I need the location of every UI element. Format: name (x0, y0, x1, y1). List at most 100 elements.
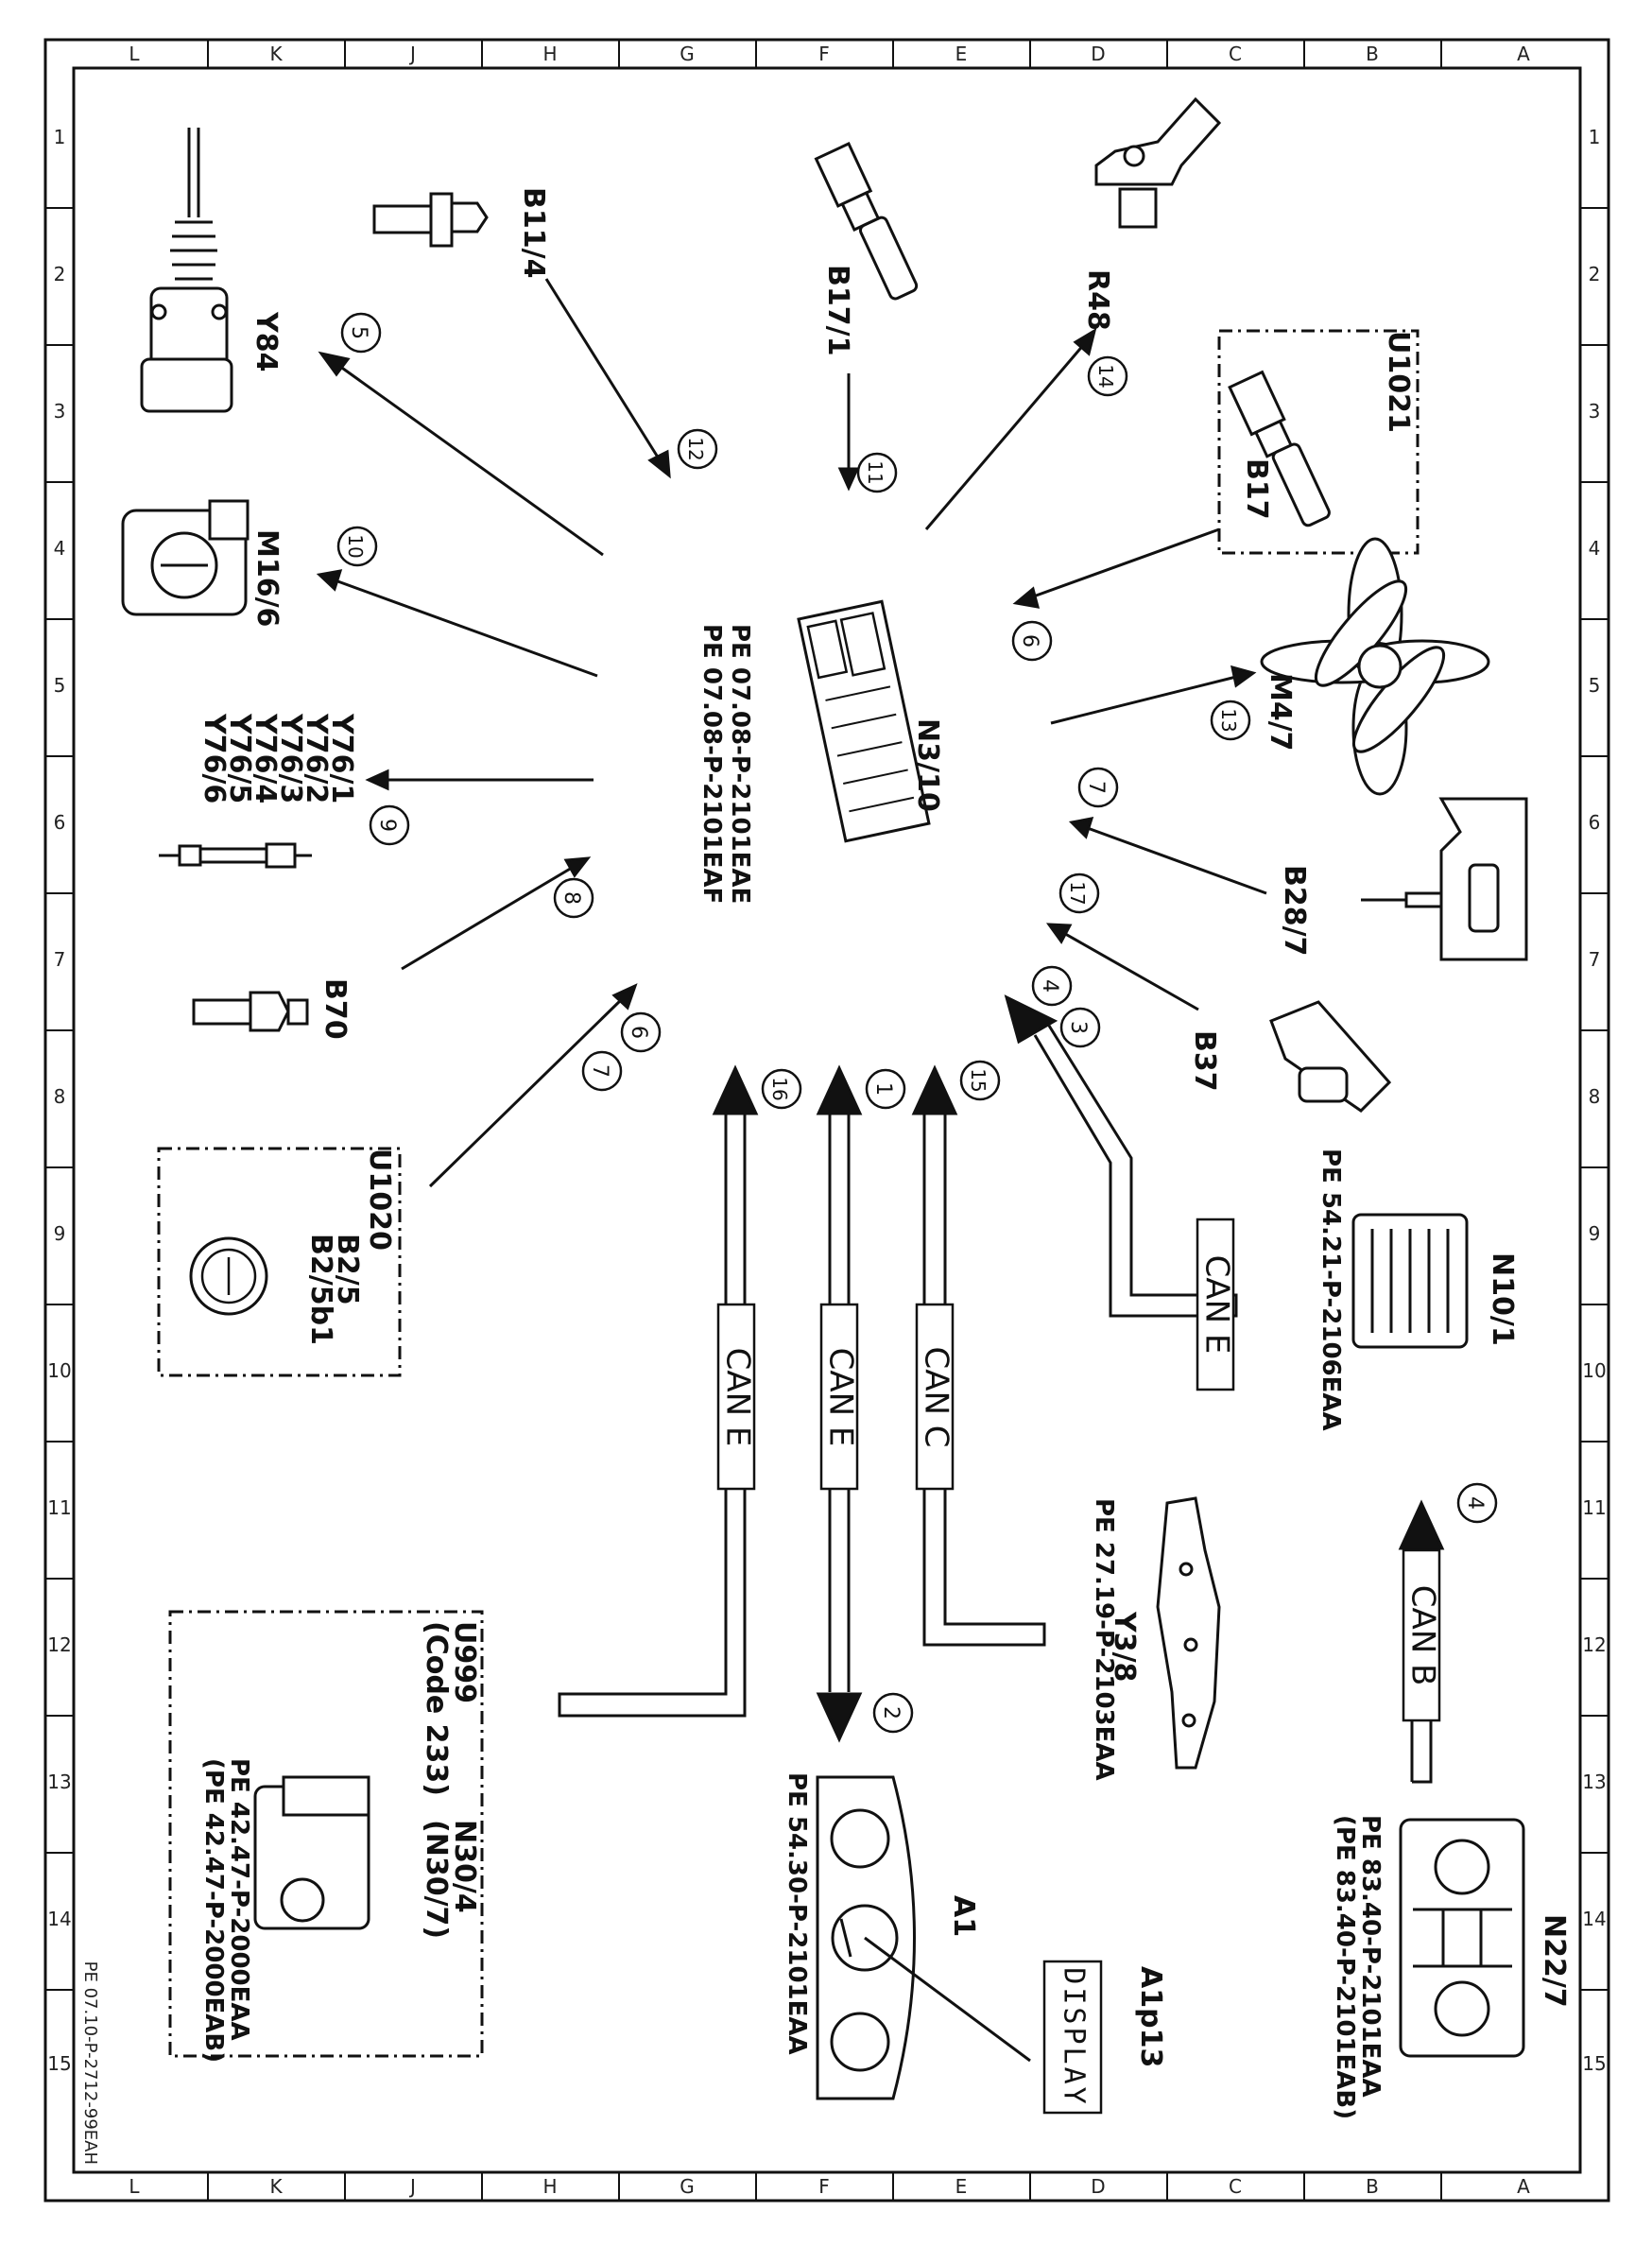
svg-text:5: 5 (347, 326, 370, 339)
can-e-16-arrowhead (712, 1064, 759, 1115)
arrow-8 (401, 863, 577, 971)
n22-7-ref-1: PE 83.40-P-2101EAA (1356, 1815, 1385, 2098)
svg-text:13: 13 (1217, 708, 1240, 732)
b17-1-label: B17/1 (821, 265, 854, 355)
svg-text:Y76/2: Y76/2 (300, 713, 333, 803)
can-labels: CAN E CAN E CAN C CAN E CAN B (716, 1218, 1442, 1722)
can-e-3-arrowhead (1004, 994, 1058, 1045)
svg-text:12: 12 (684, 437, 707, 460)
col-label: D (1091, 2175, 1105, 2198)
signal-7-right: 7 (1077, 767, 1119, 808)
arrow-17 (1059, 929, 1199, 1011)
signal-4-a: 4 (1031, 965, 1073, 1007)
svg-text:1: 1 (871, 1082, 895, 1096)
can-c-bus-15 (922, 1111, 1046, 1647)
row-label: 15 (47, 2052, 71, 2075)
can-c-label: CAN C (915, 1303, 955, 1491)
n3-10-ref-2: PE 07.08-P-2101EAF (697, 624, 726, 904)
svg-text:Y76/3: Y76/3 (274, 713, 307, 803)
row-label: 14 (47, 1908, 71, 1930)
signal-5: 5 (340, 312, 382, 354)
svg-text:6: 6 (627, 1026, 650, 1039)
col-label: E (955, 43, 968, 65)
n10-1-module-icon (1351, 1213, 1469, 1349)
n30-7-label: (N30/7) (420, 1820, 453, 1939)
arrow-6-right (1027, 527, 1220, 600)
svg-text:CAN B: CAN B (1404, 1585, 1442, 1686)
col-label: G (680, 2175, 695, 2198)
a1p13-label: A1p13 (1134, 1966, 1167, 2067)
n10-1-label: N10/1 (1486, 1253, 1519, 1346)
y3-8-label: Y3/8 (1108, 1611, 1141, 1682)
inner-border (72, 66, 1582, 2174)
svg-text:6: 6 (1018, 634, 1041, 648)
svg-text:11: 11 (864, 460, 886, 484)
signal-circles: 5 12 11 14 6 10 13 9 7 8 17 6 7 4 3 16 1… (336, 312, 1498, 1734)
row-label: 10 (47, 1359, 71, 1382)
row-label: 13 (1582, 1771, 1606, 1793)
b2-5b1-label: B2/5b1 (304, 1234, 337, 1345)
signal-7-left: 7 (581, 1050, 623, 1092)
svg-text:CAN E: CAN E (822, 1348, 860, 1447)
can-e-1-arrowhead (816, 1064, 863, 1115)
row-label: 6 (54, 811, 66, 834)
col-label: E (955, 2175, 968, 2198)
a1-label: A1 (947, 1895, 980, 1937)
signal-6-left: 6 (620, 1011, 662, 1053)
svg-text:14: 14 (1094, 364, 1117, 388)
y3-8-ref: PE 27.19-P-2103EAA (1090, 1498, 1118, 1781)
signal-1: 1 (865, 1068, 906, 1110)
col-label: J (408, 43, 416, 65)
svg-text:Y76/6: Y76/6 (198, 713, 231, 803)
r48-thermostat-icon (1094, 96, 1222, 229)
row-label: 6 (1589, 811, 1601, 834)
col-label: D (1091, 43, 1105, 65)
svg-text:Y76/4: Y76/4 (249, 713, 282, 803)
u1020-label: U1020 (363, 1149, 396, 1251)
col-label: A (1517, 43, 1530, 65)
n3-10-ref-1: PE 07.08-P-2101EAE (726, 624, 754, 904)
row-label: 9 (1589, 1222, 1601, 1245)
svg-text:2: 2 (879, 1706, 903, 1719)
col-label: K (269, 2175, 283, 2198)
u1021-label: U1021 (1382, 331, 1415, 433)
row-label: 2 (1589, 263, 1601, 285)
b70-sensor-icon (192, 991, 309, 1032)
col-label: G (680, 43, 695, 65)
svg-text:7: 7 (1084, 781, 1108, 794)
r48-label: R48 (1081, 269, 1114, 331)
col-label: C (1229, 2175, 1242, 2198)
svg-text:3: 3 (1066, 1021, 1090, 1034)
y76-labels: Y76/1 Y76/2 Y76/3 Y76/4 Y76/5 Y76/6 (198, 713, 358, 803)
b70-label: B70 (318, 978, 352, 1040)
row-label: 3 (1589, 400, 1601, 423)
row-label: 14 (1582, 1908, 1606, 1930)
b37-pedal-icon (1269, 1000, 1392, 1113)
can-e-bus-3 (1033, 1025, 1238, 1318)
y84-actuator-icon (140, 128, 233, 413)
arrow-10 (332, 578, 598, 678)
grid-ticks (45, 40, 1609, 2201)
m16-6-label: M16/6 (250, 529, 284, 627)
m16-6-throttle-icon (121, 499, 250, 616)
row-label: 4 (54, 537, 66, 560)
svg-text:10: 10 (344, 534, 367, 558)
can-b-4-arrowhead (1398, 1499, 1445, 1550)
signal-4-b: 4 (1456, 1482, 1498, 1524)
col-label: B (1366, 2175, 1379, 2198)
b37-label: B37 (1188, 1030, 1221, 1092)
signal-13: 13 (1210, 700, 1251, 741)
row-label: 4 (1589, 537, 1601, 560)
signal-12: 12 (677, 428, 718, 470)
row-label: 1 (1589, 126, 1601, 148)
u1020-box: U1020 B2/5 B2/5b1 (157, 1147, 402, 1377)
signal-6-right: 6 (1011, 620, 1053, 662)
display-text: DISPLAY (1058, 1967, 1091, 2106)
row-label: 15 (1582, 2052, 1606, 2075)
u999-box: U999 (Code 233) N30/4 (N30/7) PE 42.47-P… (168, 1610, 484, 2063)
n3-10-label: N3/10 (911, 718, 944, 812)
b11-4-label: B11/4 (517, 187, 550, 278)
svg-text:CAN E: CAN E (719, 1348, 757, 1447)
m4-7-label: M4/7 (1264, 673, 1297, 752)
